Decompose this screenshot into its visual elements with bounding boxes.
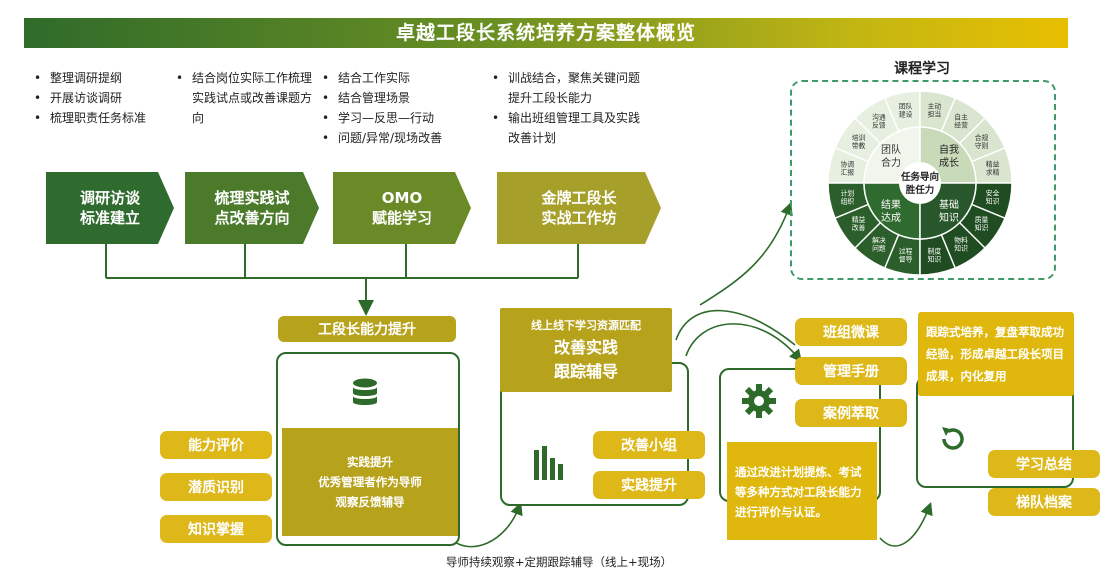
wheel-outer-label: 自主经营 xyxy=(954,113,968,130)
stage-label: 赋能学习 xyxy=(371,209,432,227)
list-item: 结合工作实际 xyxy=(318,68,478,88)
pill-learning-summary: 学习总结 xyxy=(988,450,1100,478)
stage-label: OMO xyxy=(381,189,423,207)
pill-ability-evaluation: 能力评价 xyxy=(160,431,272,459)
stage-pilot: 梳理实践试点改善方向 xyxy=(185,172,319,244)
list-item: 结合管理场景 xyxy=(318,88,478,108)
quadrant-label: 团队 xyxy=(881,143,901,156)
bullet-list-workshop: 训战结合，聚焦关键问题提升工段长能力 输出班组管理工具及实践改善计划 xyxy=(488,68,650,148)
pill-succession-file: 梯队档案 xyxy=(988,488,1100,516)
bullet-list-research: 整理调研提纲 开展访谈调研 梳理职责任务标准 xyxy=(30,68,180,128)
list-item: 开展访谈调研 xyxy=(30,88,180,108)
list-item: 结合岗位实际工作梳理实践试点或改善课题方向 xyxy=(172,68,314,128)
wheel-outer-label: 安全知识 xyxy=(986,188,1000,205)
wheel-outer-label: 合规守则 xyxy=(975,133,989,150)
stage-label: 实战工作坊 xyxy=(541,209,617,227)
refresh-icon xyxy=(942,427,964,450)
database-icon xyxy=(353,378,377,405)
eval-text-box: 通过改进计划提炼、考试等多种方式对工段长能力进行评价与认证。 xyxy=(727,442,877,540)
pill-knowledge-mastery: 知识掌握 xyxy=(160,515,272,543)
quadrant-label: 基础 xyxy=(939,198,959,211)
wheel-outer-label: 解决问题 xyxy=(872,236,886,253)
pill-team-microcourse: 班组微课 xyxy=(795,318,907,346)
pill-case-extraction: 案例萃取 xyxy=(795,399,907,427)
stage-label: 调研访谈 xyxy=(79,189,140,207)
box-line: 实践提升 xyxy=(347,455,393,469)
pill-potential-identification: 潜质识别 xyxy=(160,473,272,501)
wheel-outer-label: 精益改善 xyxy=(852,215,866,232)
course-title: 课程学习 xyxy=(894,61,950,77)
stage-label: 金牌工段长 xyxy=(541,189,617,207)
wheel-center-label: 任务导向 xyxy=(900,171,939,183)
page-title: 卓越工段长系统培养方案整体概览 xyxy=(24,18,1068,48)
list-item: 问题/异常/现场改善 xyxy=(318,128,478,148)
ability-header: 工段长能力提升 xyxy=(278,316,456,342)
practice-subtitle: 线上线下学习资源匹配 xyxy=(531,318,641,332)
pill-practice-improvement: 实践提升 xyxy=(593,471,705,499)
practice-title: 跟踪辅导 xyxy=(553,361,618,381)
stage-workshop: 金牌工段长实战工作坊 xyxy=(497,172,661,244)
list-item: 训战结合，聚焦关键问题提升工段长能力 xyxy=(488,68,650,108)
pill-management-handbook: 管理手册 xyxy=(795,357,907,385)
list-item: 学习—反思—行动 xyxy=(318,108,478,128)
stage-omo: OMO 赋能学习 xyxy=(333,172,471,244)
box-line: 观察反馈辅导 xyxy=(335,495,405,509)
wheel-outer-label: 主动担当 xyxy=(928,101,942,118)
stage-research: 调研访谈标准建立 xyxy=(46,172,174,244)
quadrant-label: 自我 xyxy=(939,143,959,156)
gear-icon xyxy=(742,384,776,418)
stage-label: 梳理实践试 xyxy=(214,189,290,207)
wheel-outer-label: 培训带教 xyxy=(852,133,866,150)
wheel-outer-label: 团队建设 xyxy=(899,101,913,118)
quadrant-label: 知识 xyxy=(939,211,959,224)
list-item: 整理调研提纲 xyxy=(30,68,180,88)
summary-text-box: 跟踪式培养，复盘萃取成功经验，形成卓越工段长项目成果，内化复用 xyxy=(918,312,1074,396)
wheel-center-label: 胜任力 xyxy=(905,184,935,196)
bullet-list-pilot: 结合岗位实际工作梳理实践试点或改善课题方向 xyxy=(172,68,314,128)
footer-note: 导师持续观察+定期跟踪辅导（线上+现场） xyxy=(445,555,673,569)
wheel-outer-label: 物料知识 xyxy=(954,236,968,253)
wheel-outer-label: 精益求精 xyxy=(986,160,1000,177)
quadrant-label: 达成 xyxy=(881,212,901,224)
stage-label: 标准建立 xyxy=(79,209,140,227)
bar-chart-icon xyxy=(534,446,563,480)
box-line: 优秀管理者作为导师 xyxy=(318,475,422,489)
list-item: 梳理职责任务标准 xyxy=(30,108,180,128)
wheel-outer-label: 沟通反馈 xyxy=(872,113,886,130)
wheel-outer-label: 质量知识 xyxy=(975,215,989,232)
competency-wheel: 任务导向 胜任力 团队 合力 自我 成长 结果 达成 基础 知识 团队建设沟通反… xyxy=(827,90,1013,276)
wheel-outer-label: 协调汇报 xyxy=(841,160,855,177)
quadrant-label: 成长 xyxy=(939,157,959,169)
wheel-outer-label: 过程督导 xyxy=(899,247,913,264)
list-item: 输出班组管理工具及实践改善计划 xyxy=(488,108,650,148)
bullet-list-omo: 结合工作实际 结合管理场景 学习—反思—行动 问题/异常/现场改善 xyxy=(318,68,478,148)
quadrant-label: 结果 xyxy=(881,198,901,211)
course-learning-panel xyxy=(790,80,1056,280)
stage-label: 点改善方向 xyxy=(214,209,290,227)
quadrant-label: 合力 xyxy=(881,156,901,169)
ability-practice-box: 实践提升 优秀管理者作为导师 观察反馈辅导 xyxy=(282,428,458,536)
pill-improvement-group: 改善小组 xyxy=(593,431,705,459)
wheel-outer-label: 计划组织 xyxy=(841,188,855,205)
wheel-outer-label: 制度知识 xyxy=(928,247,942,264)
practice-header-box: 线上线下学习资源匹配 改善实践 跟踪辅导 xyxy=(500,308,672,392)
practice-title: 改善实践 xyxy=(553,337,618,357)
